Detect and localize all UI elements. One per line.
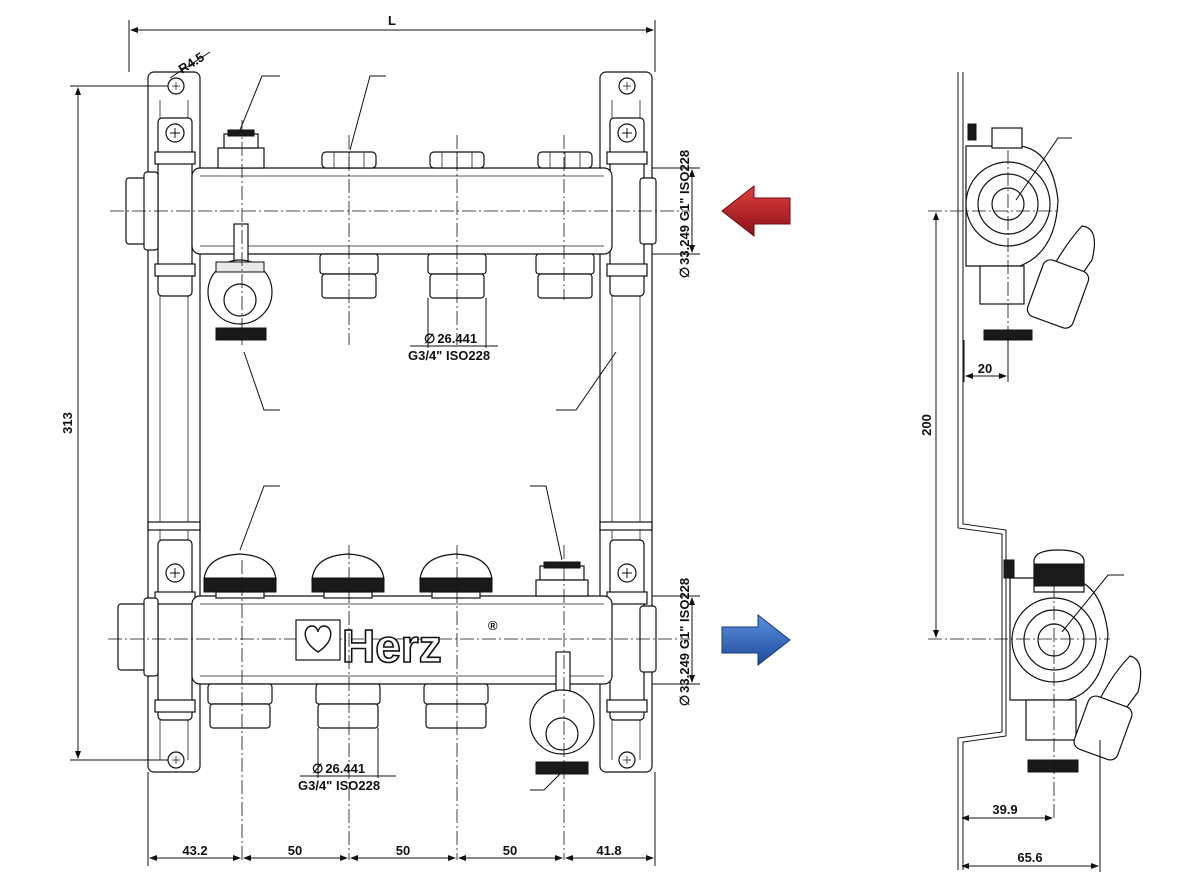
svg-text:®: ® bbox=[488, 618, 498, 633]
svg-text:∅33.249G1" ISO228: ∅33.249G1" ISO228 bbox=[677, 150, 692, 278]
supply-bar bbox=[110, 120, 690, 345]
supply-outlet-4 bbox=[535, 253, 595, 299]
svg-text:39.9: 39.9 bbox=[992, 802, 1017, 817]
svg-text:65.6: 65.6 bbox=[1017, 850, 1042, 865]
svg-text:50: 50 bbox=[288, 843, 302, 858]
return-outlet-3 bbox=[423, 683, 489, 729]
svg-text:200: 200 bbox=[919, 414, 934, 436]
front-view: L bbox=[60, 13, 700, 866]
svg-text:∅33.249G1" ISO228: ∅33.249G1" ISO228 bbox=[677, 578, 692, 706]
svg-text:41.8: 41.8 bbox=[596, 843, 621, 858]
supply-port-4 bbox=[537, 151, 593, 169]
side-return-body bbox=[928, 549, 1142, 820]
return-flow-arrow bbox=[721, 613, 791, 667]
supply-fill-drain-valve bbox=[207, 223, 273, 341]
supply-vent-valve bbox=[217, 129, 265, 169]
leaders-top bbox=[239, 75, 617, 411]
leaders-bottom bbox=[239, 485, 567, 791]
return-outlet-2 bbox=[315, 683, 381, 729]
side-dimension-39-9: 39.9 bbox=[961, 802, 1053, 821]
svg-text:50: 50 bbox=[396, 843, 410, 858]
side-dimension-200: 200 bbox=[919, 212, 939, 638]
return-fill-drain-valve bbox=[529, 651, 595, 775]
dimension-L-label: L bbox=[388, 13, 396, 28]
svg-text:∅26.441: ∅26.441 bbox=[424, 331, 477, 346]
svg-text:G3/4" ISO228: G3/4" ISO228 bbox=[408, 348, 490, 363]
dimension-spacing: 43.2 50 50 50 41.8 bbox=[147, 772, 656, 866]
dimension-313: 313 bbox=[60, 85, 168, 761]
svg-text:50: 50 bbox=[503, 843, 517, 858]
thread-label-bottom: ∅33.249G1" ISO228 bbox=[652, 578, 700, 706]
return-bar: Herz ® bbox=[108, 545, 690, 860]
side-view: 20 200 39.9 65.6 bbox=[919, 72, 1142, 872]
bracket-right bbox=[599, 71, 653, 773]
side-supply-body bbox=[928, 123, 1095, 380]
outlet-dimension-bottom: ∅26.441 G3/4" ISO228 bbox=[298, 728, 396, 793]
dimension-overall-length: L bbox=[128, 13, 656, 72]
svg-text:313: 313 bbox=[60, 412, 75, 434]
outlet-dimension-top: ∅26.441 G3/4" ISO228 bbox=[408, 298, 498, 363]
return-cap-3 bbox=[419, 553, 493, 599]
svg-text:G3/4" ISO228: G3/4" ISO228 bbox=[298, 778, 380, 793]
side-dimension-20: 20 bbox=[963, 340, 1009, 382]
svg-text:Herz: Herz bbox=[342, 620, 442, 672]
supply-flow-arrow bbox=[721, 184, 791, 238]
return-vent-valve bbox=[535, 561, 589, 597]
thread-label-top: ∅33.249G1" ISO228 bbox=[652, 150, 700, 278]
svg-text:43.2: 43.2 bbox=[182, 843, 207, 858]
svg-text:20: 20 bbox=[978, 361, 992, 376]
return-outlet-1 bbox=[207, 683, 273, 729]
svg-text:∅26.441: ∅26.441 bbox=[312, 761, 365, 776]
side-dimension-65-6: 65.6 bbox=[961, 740, 1101, 872]
return-cap-2 bbox=[311, 553, 385, 599]
bracket-left bbox=[147, 71, 201, 773]
return-cap-1 bbox=[203, 553, 277, 599]
herz-logo: Herz ® bbox=[295, 618, 498, 673]
